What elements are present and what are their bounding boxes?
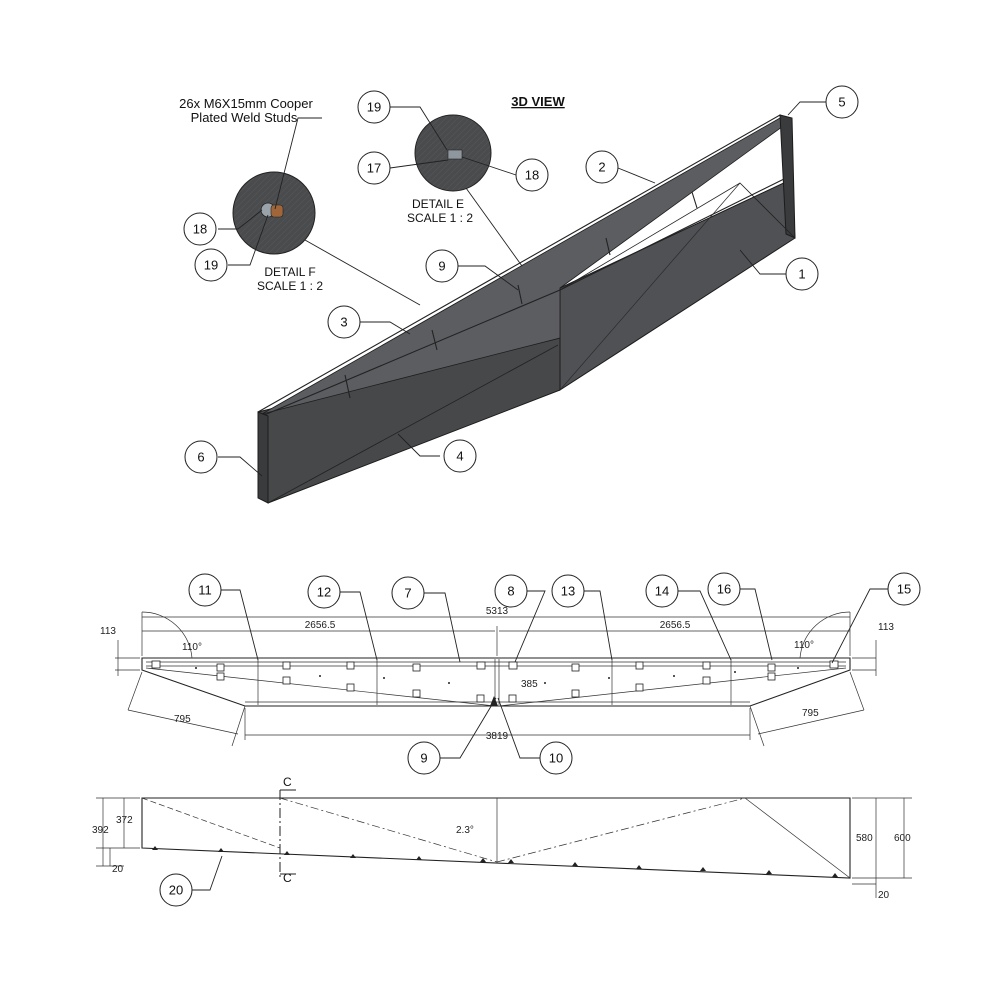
panel-1	[559, 179, 796, 391]
svg-text:3: 3	[340, 315, 347, 330]
detail-e-bubble	[414, 114, 492, 192]
dim-half-right: 2656.5	[660, 620, 691, 631]
detail-e-title: DETAIL E	[412, 197, 464, 211]
svg-text:19: 19	[367, 100, 381, 115]
end-panel-6	[257, 411, 269, 504]
balloon-19-f: 19	[194, 248, 228, 282]
svg-text:9: 9	[438, 259, 445, 274]
balloon-4: 4	[443, 439, 477, 473]
stud-note-line2: Plated Weld Studs	[191, 110, 298, 125]
balloon-1: 1	[785, 257, 819, 291]
svg-text:18: 18	[525, 168, 539, 183]
svg-text:17: 17	[367, 161, 381, 176]
balloon-12: 12	[307, 575, 341, 609]
balloon-14: 14	[645, 574, 679, 608]
balloon-5: 5	[825, 85, 859, 119]
svg-text:11: 11	[198, 583, 212, 598]
back-wall	[261, 117, 787, 415]
dim-half-left: 2656.5	[305, 620, 336, 631]
dim-end-right: 113	[878, 622, 894, 633]
balloon-19-e: 19	[357, 90, 391, 124]
dim-taper-left: 795	[174, 714, 191, 725]
balloon-13: 13	[551, 574, 585, 608]
view-title: 3D VIEW	[511, 94, 565, 109]
svg-text:9: 9	[420, 751, 427, 766]
balloon-2: 2	[585, 150, 619, 184]
balloon-10: 10	[539, 741, 573, 775]
balloon-17: 17	[357, 151, 391, 185]
balloon-11: 11	[188, 573, 222, 607]
balloon-18-f: 18	[183, 212, 217, 246]
balloon-9-plan: 9	[407, 741, 441, 775]
svg-text:20: 20	[169, 883, 183, 898]
dim-elev-372: 372	[116, 815, 133, 826]
dim-slope: 2.3°	[456, 825, 474, 836]
dim-bottom: 3819	[486, 731, 509, 742]
dim-depth: 385	[521, 679, 538, 690]
elevation-view	[96, 789, 912, 898]
svg-text:18: 18	[193, 222, 207, 237]
svg-text:10: 10	[549, 751, 563, 766]
balloon-15: 15	[887, 572, 921, 606]
dim-overall: 5313	[486, 606, 509, 617]
svg-text:13: 13	[561, 584, 575, 599]
section-label-top: C	[283, 775, 292, 789]
detail-f-bubble	[232, 171, 316, 255]
detail-e-scale: SCALE 1 : 2	[407, 211, 473, 225]
stud-note-line1: 26x M6X15mm Cooper	[179, 96, 313, 111]
dim-taper-right: 795	[802, 708, 819, 719]
svg-text:19: 19	[204, 258, 218, 273]
detail-f-title: DETAIL F	[264, 265, 315, 279]
balloon-6: 6	[184, 440, 218, 474]
dim-end-left: 113	[100, 626, 116, 637]
balloon-20: 20	[159, 873, 193, 907]
balloon-18-e: 18	[515, 158, 549, 192]
iso-assembly-view	[257, 114, 796, 504]
svg-text:5: 5	[838, 95, 845, 110]
svg-text:14: 14	[655, 584, 669, 599]
svg-text:12: 12	[317, 585, 331, 600]
plan-view	[115, 588, 888, 759]
balloon-7: 7	[391, 576, 425, 610]
svg-text:15: 15	[897, 582, 911, 597]
svg-text:16: 16	[717, 582, 731, 597]
svg-text:7: 7	[404, 586, 411, 601]
dim-elev-580: 580	[856, 833, 873, 844]
dim-angle-left: 110°	[182, 642, 202, 653]
dim-angle-right: 110°	[794, 640, 814, 651]
svg-text:2: 2	[598, 160, 605, 175]
balloon-9-iso: 9	[425, 249, 459, 283]
dim-elev-392: 392	[92, 825, 109, 836]
svg-text:6: 6	[197, 450, 204, 465]
dim-elev-20-left: 20	[112, 864, 124, 875]
dim-elev-20-right: 20	[878, 890, 890, 901]
balloon-3: 3	[327, 305, 361, 339]
svg-text:8: 8	[507, 584, 514, 599]
detail-f-scale: SCALE 1 : 2	[257, 279, 323, 293]
svg-text:1: 1	[798, 267, 805, 282]
section-label-bottom: C	[283, 871, 292, 885]
svg-text:4: 4	[456, 449, 463, 464]
balloon-8: 8	[494, 574, 528, 608]
dim-elev-600: 600	[894, 833, 911, 844]
balloon-16: 16	[707, 572, 741, 606]
